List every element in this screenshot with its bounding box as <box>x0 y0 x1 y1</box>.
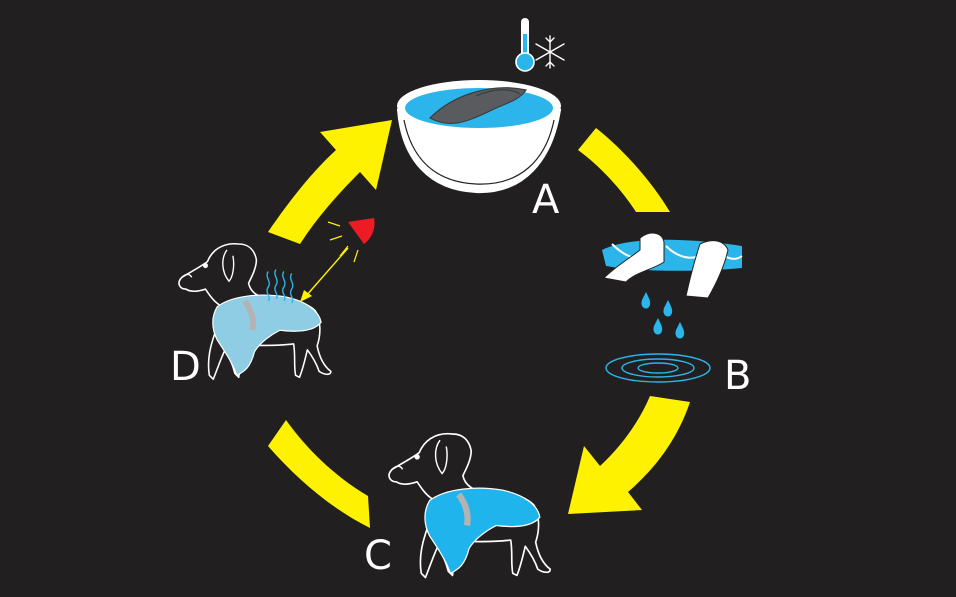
cycle-arrow-b-to-c <box>568 396 690 514</box>
cycle-arrow-d-to-a <box>268 120 392 244</box>
sun-icon <box>300 218 375 302</box>
water-drops-icon <box>641 292 685 339</box>
step-label-c: C <box>364 533 392 579</box>
step-label-b: B <box>724 353 752 399</box>
dog-evaporation-icon <box>178 242 332 381</box>
bowl-of-cold-water-icon <box>396 80 562 194</box>
snowflake-icon <box>535 35 565 69</box>
thermometer-icon <box>515 18 535 72</box>
wringing-hands-icon <box>602 232 743 299</box>
ripples-icon <box>605 353 711 383</box>
step-label-a: A <box>532 177 560 223</box>
cycle-arrow-c-to-d <box>268 420 370 528</box>
cycle-arrow-a-to-b <box>578 128 670 212</box>
dog-wearing-wet-vest-icon <box>388 432 552 579</box>
step-label-d: D <box>170 344 201 390</box>
